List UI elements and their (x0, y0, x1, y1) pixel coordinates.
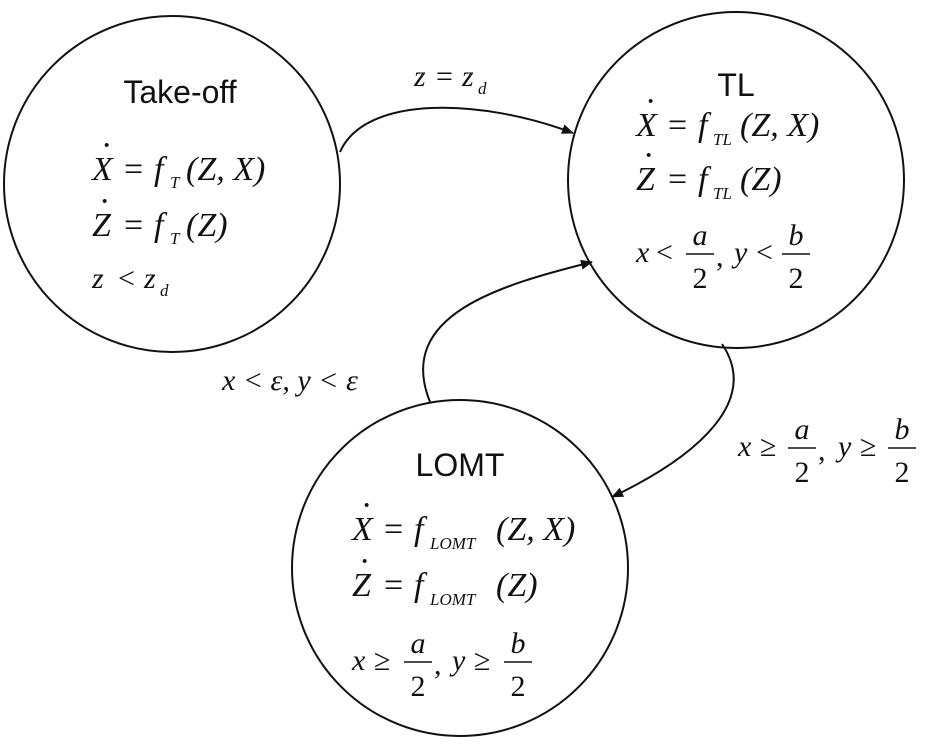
state-lomt-title: LOMT (416, 447, 505, 483)
dot-accent: · (643, 137, 654, 174)
state-takeoff-eq1: X · = f T (Z, X) (90, 127, 265, 192)
svg-text:,: , (434, 648, 442, 681)
cond-op: < (118, 262, 135, 295)
cond-den1: 2 (693, 262, 708, 295)
edge-label-tl-to-lomt: x ≥ a 2 , y ≥ b 2 (737, 413, 916, 489)
svg-text:,: , (818, 434, 826, 467)
eq1-args: (Z, X) (740, 107, 819, 144)
label-num2: b (895, 413, 910, 446)
cond-op1: ≥ (374, 644, 390, 677)
eq1-lhs: X (350, 511, 374, 548)
cond-den2: 2 (511, 670, 526, 703)
dot-accent: · (645, 83, 656, 120)
cond-num2: b (789, 219, 804, 252)
eq2-args: (Z) (496, 567, 538, 604)
edge-takeoff-to-tl (339, 106, 574, 153)
state-lomt-circle (291, 399, 629, 737)
cond-op2: ≥ (474, 644, 490, 677)
label-rhs: z (461, 60, 474, 93)
dot-accent: · (99, 183, 110, 220)
edge-tl-to-lomt (611, 343, 735, 498)
cond-num1: a (693, 219, 708, 252)
svg-text:=: = (384, 511, 403, 548)
state-takeoff-circle (3, 15, 341, 353)
state-tl-condition: x < a 2 , y < b 2 (635, 219, 810, 295)
svg-text:=: = (124, 207, 143, 244)
label-v1: x (737, 430, 752, 463)
svg-text:,: , (716, 240, 724, 273)
eq1-lhs: X (90, 151, 114, 188)
state-lomt-condition: x ≥ a 2 , y ≥ b 2 (351, 627, 532, 703)
state-tl-eq2: Z · = f TL (Z) (636, 137, 782, 203)
state-tl-title: TL (717, 67, 754, 103)
dot-accent: · (101, 127, 112, 164)
eq2-args: (Z) (186, 207, 228, 244)
state-lomt: LOMT X · = f LOMT (Z, X) Z · = f LOMT (Z… (350, 447, 575, 703)
eq2-args: (Z) (740, 161, 782, 198)
svg-text:=: = (124, 151, 143, 188)
state-takeoff: Take-off X · = f T (Z, X) Z · = f T (Z) … (90, 74, 265, 300)
eq2-sub: T (170, 229, 181, 248)
cond-v2: y (449, 644, 466, 677)
state-lomt-eq1: X · = f LOMT (Z, X) (350, 487, 575, 553)
eq1-sub: T (170, 173, 181, 192)
label-op2: ≥ (860, 430, 876, 463)
cond-num2: b (511, 627, 526, 660)
eq2-sub: LOMT (429, 590, 477, 609)
state-takeoff-condition: z < z d (91, 262, 169, 300)
cond-num1: a (411, 627, 426, 660)
cond-rhs: z (143, 262, 156, 295)
label-num1: a (795, 413, 810, 446)
label-text: x < ε, y < ε (221, 364, 358, 397)
eq1-args: (Z, X) (186, 151, 265, 188)
label-op1: ≥ (760, 430, 776, 463)
label-op: = (436, 60, 453, 93)
state-tl-circle (567, 11, 905, 349)
state-tl-eq1: X · = f TL (Z, X) (634, 83, 819, 149)
edge-lomt-to-tl (422, 259, 593, 403)
eq1-sub: TL (713, 130, 732, 149)
eq1-lhs: X (634, 107, 658, 144)
eq2-lhs: Z (636, 161, 656, 198)
svg-text:=: = (384, 567, 403, 604)
state-tl: TL X · = f TL (Z, X) Z · = f TL (Z) x < … (634, 67, 819, 295)
label-den1: 2 (795, 456, 810, 489)
label-v2: y (835, 430, 852, 463)
state-takeoff-eq2: Z · = f T (Z) (92, 183, 228, 248)
label-den2: 2 (895, 456, 910, 489)
svg-text:=: = (668, 107, 687, 144)
cond-op2: < (756, 236, 773, 269)
cond-den1: 2 (411, 670, 426, 703)
cond-v1: x (635, 236, 650, 269)
dot-accent: · (361, 487, 372, 524)
eq2-lhs: Z (92, 207, 112, 244)
label-rhs-sub: d (478, 79, 487, 98)
eq2-sub: TL (713, 184, 732, 203)
label-var: z (413, 60, 426, 93)
eq1-args: (Z, X) (496, 511, 575, 548)
cond-rhs-sub: d (160, 281, 169, 300)
edge-label-takeoff-to-tl: z = z d (413, 60, 487, 98)
dot-accent: · (359, 543, 370, 580)
state-takeoff-title: Take-off (123, 74, 236, 110)
cond-v2: y (731, 236, 748, 269)
cond-den2: 2 (789, 262, 804, 295)
eq2-lhs: Z (352, 567, 372, 604)
svg-text:=: = (668, 161, 687, 198)
edge-label-lomt-to-tl: x < ε, y < ε (221, 364, 358, 397)
eq1-sub: LOMT (429, 534, 477, 553)
cond-v1: x (351, 644, 366, 677)
cond-op1: < (656, 236, 673, 269)
cond-var: z (91, 262, 104, 295)
